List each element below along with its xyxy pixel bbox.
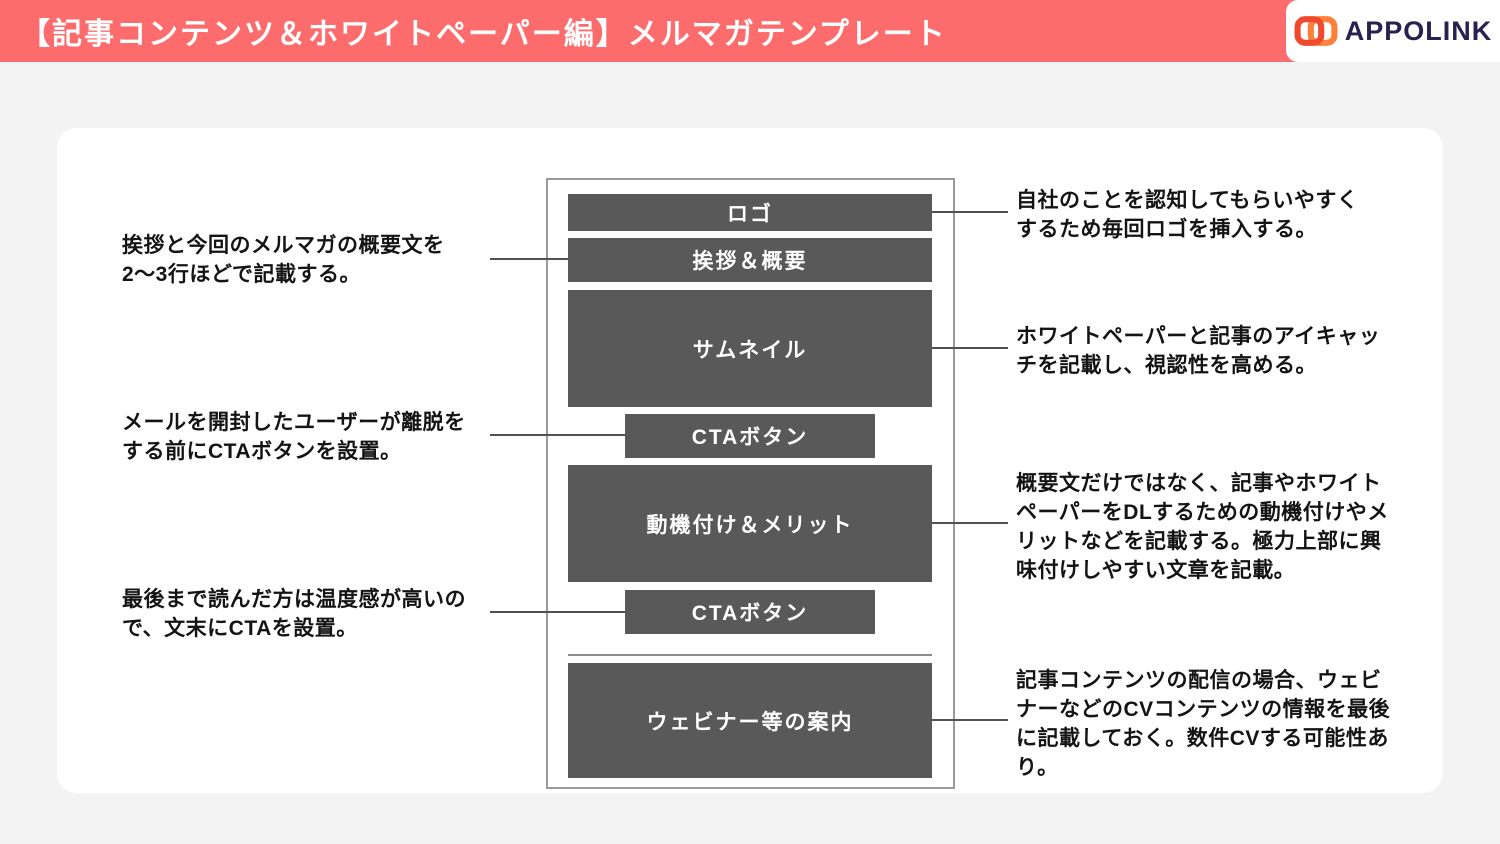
annotation-cta-top: メールを開封したユーザーが離脱を する前にCTAボタンを設置。 — [122, 411, 466, 463]
wireframe-block-motivation: 動機付け＆メリット — [568, 465, 932, 582]
block-label: サムネイル — [692, 338, 808, 362]
wireframe-divider — [568, 654, 932, 656]
annotation-motivation: 概要文だけではなく、記事やホワイト ペーパーをDLするための動機付けやメ リット… — [1016, 472, 1389, 582]
wireframe-block-cta-top: CTAボタン — [625, 414, 875, 458]
connector-line — [490, 434, 625, 436]
block-label: ロゴ — [727, 202, 773, 226]
connector-line — [490, 611, 625, 613]
annotation-greeting: 挨拶と今回のメルマガの概要文を 2〜3行ほどで記載する。 — [122, 234, 445, 286]
brand-logo: APPOLINK — [1286, 0, 1500, 62]
wireframe-block-thumbnail: サムネイル — [568, 290, 932, 407]
connector-line — [490, 258, 568, 260]
page-title: 【記事コンテンツ＆ホワイトペーパー編】メルマガテンプレート — [20, 18, 947, 51]
wireframe-block-cta-bottom: CTAボタン — [625, 590, 875, 634]
annotation-webinar: 記事コンテンツの配信の場合、ウェビ ナーなどのCVコンテンツの情報を最後 に記載… — [1016, 669, 1391, 779]
block-label: 動機付け＆メリット — [646, 513, 854, 537]
wireframe-block-webinar: ウェビナー等の案内 — [568, 663, 932, 778]
block-label: ウェビナー等の案内 — [646, 710, 854, 734]
wireframe-block-greeting: 挨拶＆概要 — [568, 238, 932, 282]
annotation-cta-bottom: 最後まで読んだ方は温度感が高いの で、文末にCTAを設置。 — [122, 588, 466, 640]
connector-line — [932, 347, 1008, 349]
block-label: CTAボタン — [691, 602, 809, 625]
connector-line — [932, 719, 1008, 721]
connector-line — [932, 211, 1008, 213]
connector-line — [932, 522, 1008, 524]
block-label: CTAボタン — [691, 426, 809, 449]
chain-link-icon — [1294, 16, 1338, 46]
header-bar: 【記事コンテンツ＆ホワイトペーパー編】メルマガテンプレート APPOLINK — [0, 0, 1500, 62]
annotation-logo: 自社のことを認知してもらいやすく するため毎回ロゴを挿入する。 — [1016, 189, 1359, 241]
wireframe-block-logo: ロゴ — [568, 194, 932, 231]
block-label: 挨拶＆概要 — [692, 250, 808, 273]
logo-text: APPOLINK — [1344, 15, 1493, 46]
annotation-thumbnail: ホワイトペーパーと記事のアイキャッ チを記載し、視認性を高める。 — [1016, 325, 1381, 377]
